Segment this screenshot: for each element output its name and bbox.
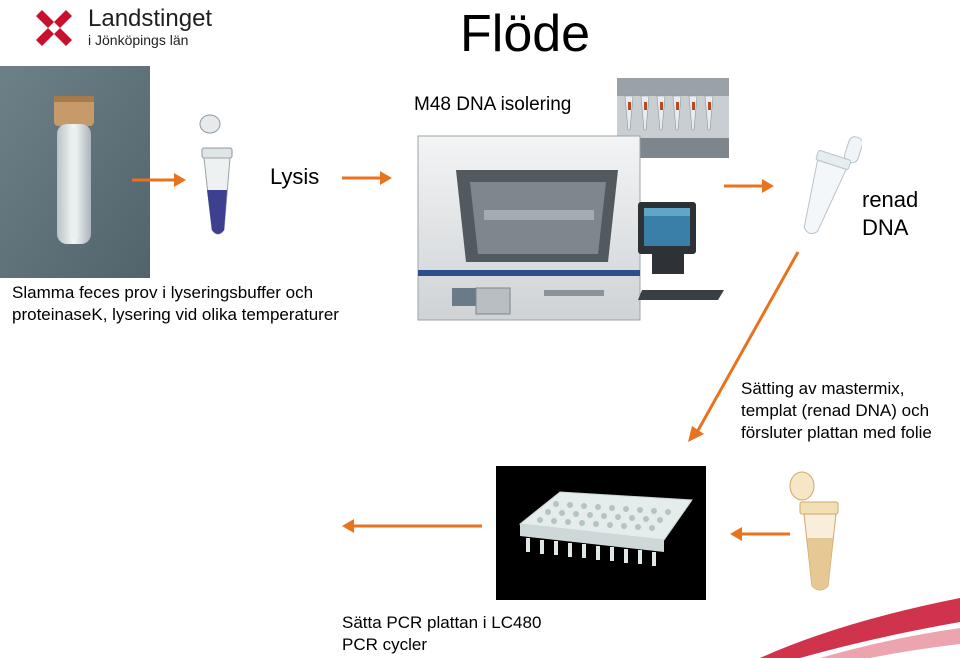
arrow-right-icon xyxy=(132,173,186,187)
pcr-plate-icon xyxy=(496,466,706,600)
sample-description: Slamma feces prov i lyseringsbuffer och … xyxy=(12,283,339,324)
logo-name: Landstinget xyxy=(88,5,213,32)
purified-dna-label: renad DNA xyxy=(862,187,919,240)
mastermix-tube-icon xyxy=(789,471,839,591)
lysis-label: Lysis xyxy=(270,164,320,189)
arrow-down-left-icon xyxy=(688,251,800,442)
m48-robot-icon xyxy=(417,135,724,321)
page-title: Flöde xyxy=(460,5,591,63)
arrow-left-icon xyxy=(730,527,790,541)
isolation-label: M48 DNA isolering xyxy=(414,94,572,115)
mastermix-description: Sätting av mastermix, templat (renad DNA… xyxy=(741,379,932,442)
logo-subtitle: i Jönköpings län xyxy=(88,32,189,48)
purified-dna-tube-icon xyxy=(803,136,862,235)
logo xyxy=(32,4,232,50)
decorative-swoosh-icon xyxy=(760,598,960,658)
arrow-right-icon xyxy=(724,179,774,193)
pcr-cycler-description: Sätta PCR plattan i LC480 PCR cycler xyxy=(342,613,542,654)
fecal-sample-tube-icon xyxy=(0,66,150,278)
arrow-right-icon xyxy=(342,171,392,185)
logo-mark-icon xyxy=(36,10,72,46)
lysis-tube-icon xyxy=(199,114,233,235)
arrow-left-icon xyxy=(342,519,482,533)
